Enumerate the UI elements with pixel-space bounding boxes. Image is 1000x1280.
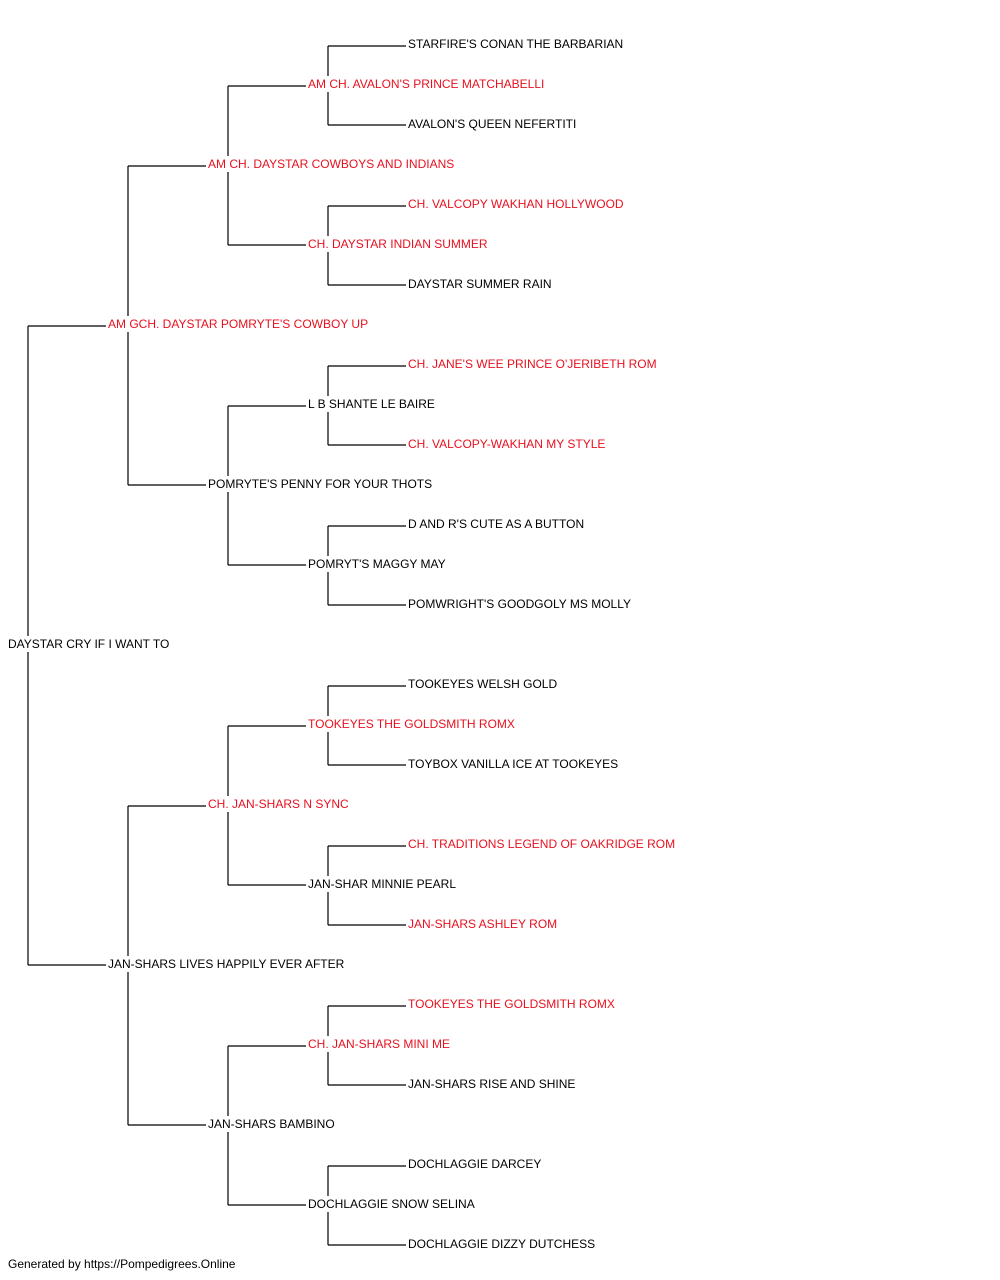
ancestor-name: CH. TRADITIONS LEGEND OF OAKRIDGE ROM	[408, 837, 676, 851]
ancestor-name: D AND R'S CUTE AS A BUTTON	[408, 517, 585, 531]
ancestor-name: CH. DAYSTAR INDIAN SUMMER	[308, 237, 488, 251]
ancestor-name: DOCHLAGGIE SNOW SELINA	[308, 1197, 475, 1211]
ancestor-name: L B SHANTE LE BAIRE	[308, 397, 435, 411]
ancestor-name: TOOKEYES WELSH GOLD	[408, 677, 558, 691]
ancestor-name: AM CH. DAYSTAR COWBOYS AND INDIANS	[208, 157, 455, 171]
ancestor-name: TOOKEYES THE GOLDSMITH ROMX	[308, 717, 515, 731]
ancestor-name: CH. JAN-SHARS MINI ME	[308, 1037, 451, 1051]
ancestor-name: POMRYTE'S PENNY FOR YOUR THOTS	[208, 477, 433, 491]
ancestor-name: CH. VALCOPY-WAKHAN MY STYLE	[408, 437, 606, 451]
ancestor-name: POMRYT'S MAGGY MAY	[308, 557, 446, 571]
ancestor-name: AVALON'S QUEEN NEFERTITI	[408, 117, 577, 131]
ancestor-name: CH. VALCOPY WAKHAN HOLLYWOOD	[408, 197, 624, 211]
ancestor-name: JAN-SHARS LIVES HAPPILY EVER AFTER	[108, 957, 345, 971]
ancestor-name: AM CH. AVALON'S PRINCE MATCHABELLI	[308, 77, 545, 91]
generated-by-footer: Generated by https://Pompedigrees.Online	[8, 1257, 236, 1271]
ancestor-name: TOOKEYES THE GOLDSMITH ROMX	[408, 997, 615, 1011]
ancestor-name: DAYSTAR SUMMER RAIN	[408, 277, 552, 291]
ancestor-name: AM GCH. DAYSTAR POMRYTE'S COWBOY UP	[108, 317, 369, 331]
ancestor-name: POMWRIGHT'S GOODGOLY MS MOLLY	[408, 597, 631, 611]
ancestor-name: CH. JAN-SHARS N SYNC	[208, 797, 349, 811]
ancestor-name: JAN-SHARS ASHLEY ROM	[408, 917, 558, 931]
ancestor-name: JAN-SHARS RISE AND SHINE	[408, 1077, 576, 1091]
ancestor-name: DOCHLAGGIE DARCEY	[408, 1157, 542, 1171]
ancestor-name: JAN-SHARS BAMBINO	[208, 1117, 335, 1131]
subject-dog-name: DAYSTAR CRY IF I WANT TO	[8, 637, 170, 651]
ancestor-name: TOYBOX VANILLA ICE AT TOOKEYES	[408, 757, 619, 771]
ancestor-name: JAN-SHAR MINNIE PEARL	[308, 877, 457, 891]
ancestor-name: STARFIRE'S CONAN THE BARBARIAN	[408, 37, 624, 51]
ancestor-name: DOCHLAGGIE DIZZY DUTCHESS	[408, 1237, 596, 1251]
ancestor-name: CH. JANE'S WEE PRINCE O'JERIBETH ROM	[408, 357, 657, 371]
